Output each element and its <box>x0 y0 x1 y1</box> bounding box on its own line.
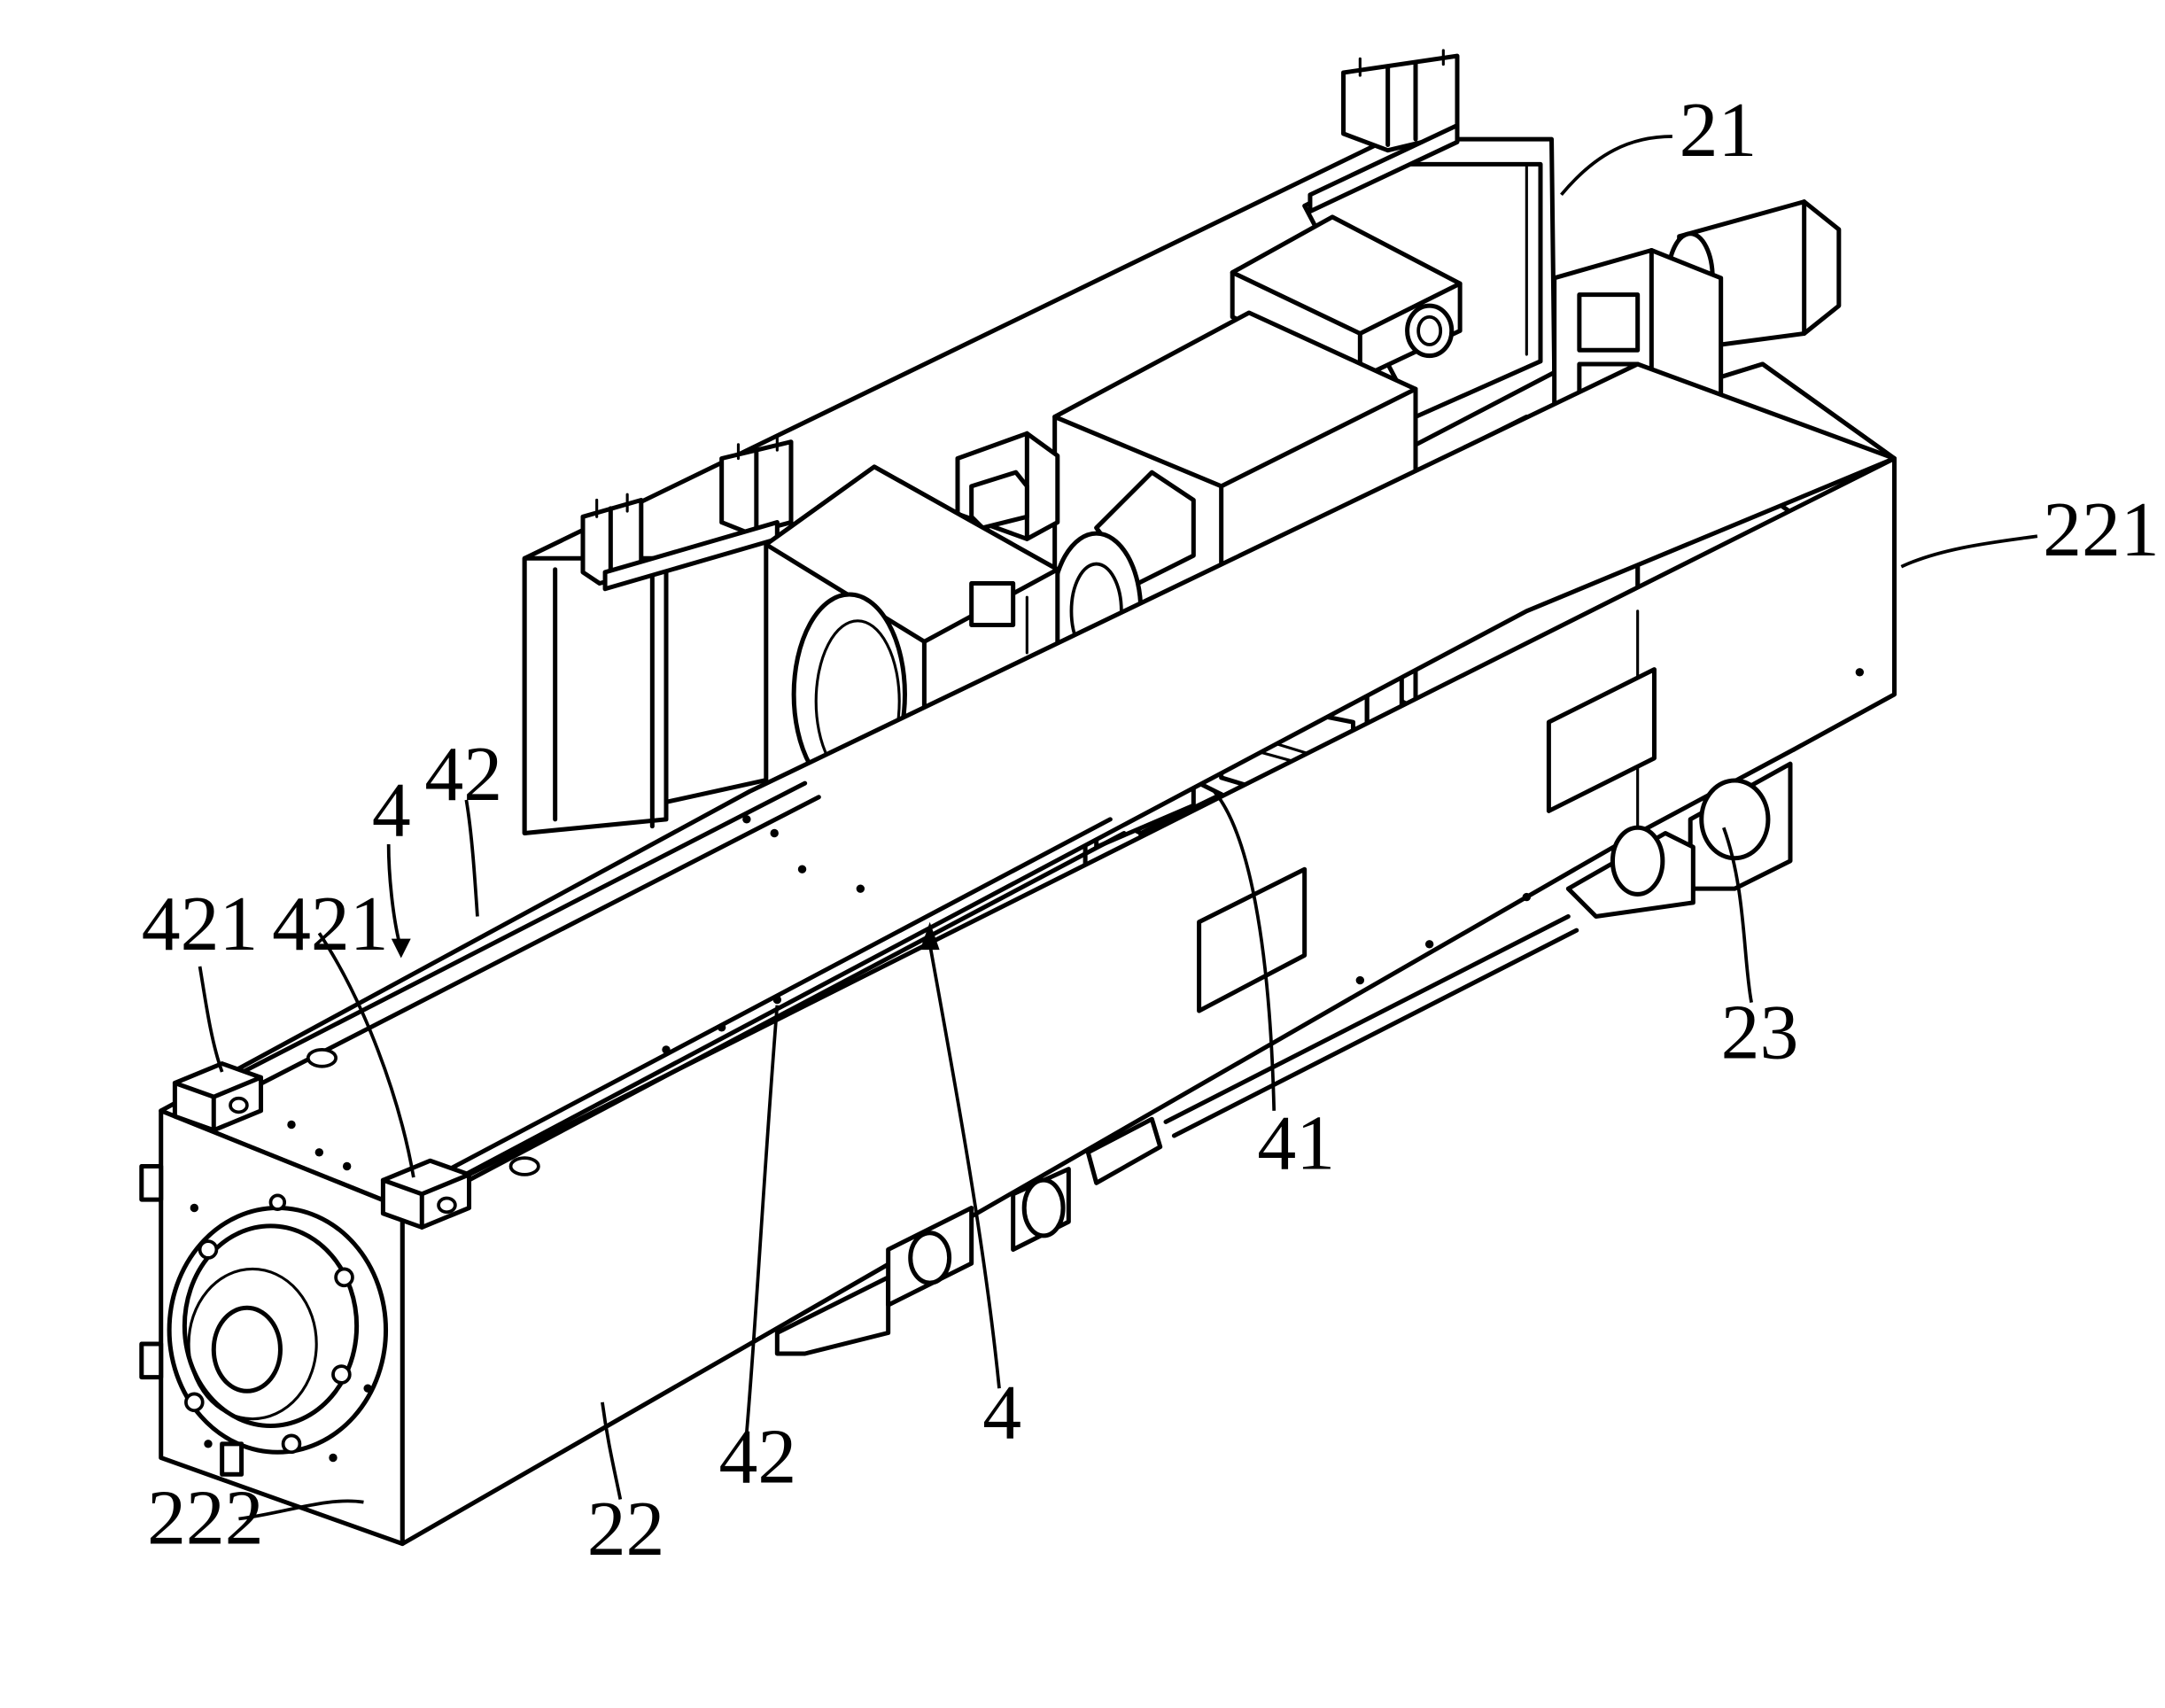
label-text-421-left: 421 <box>142 881 259 967</box>
label-text-42-bottom: 42 <box>719 1414 797 1500</box>
label-text-42-top: 42 <box>424 731 502 817</box>
label-221: 221 <box>1901 486 2159 572</box>
label-text-22: 22 <box>587 1486 665 1572</box>
label-text-21: 21 <box>1680 87 1758 173</box>
label-text-23: 23 <box>1721 989 1799 1075</box>
label-text-222: 222 <box>147 1475 264 1561</box>
label-text-41: 41 <box>1257 1100 1335 1186</box>
label-42-top: 42 <box>424 731 502 917</box>
label-text-221: 221 <box>2043 486 2160 572</box>
label-text-421-right: 421 <box>272 881 389 967</box>
label-text-4-bottom: 4 <box>982 1370 1021 1456</box>
label-21: 21 <box>1562 87 1758 195</box>
label-text-4-left: 4 <box>372 767 411 853</box>
label-421-left: 421 <box>142 881 259 1072</box>
